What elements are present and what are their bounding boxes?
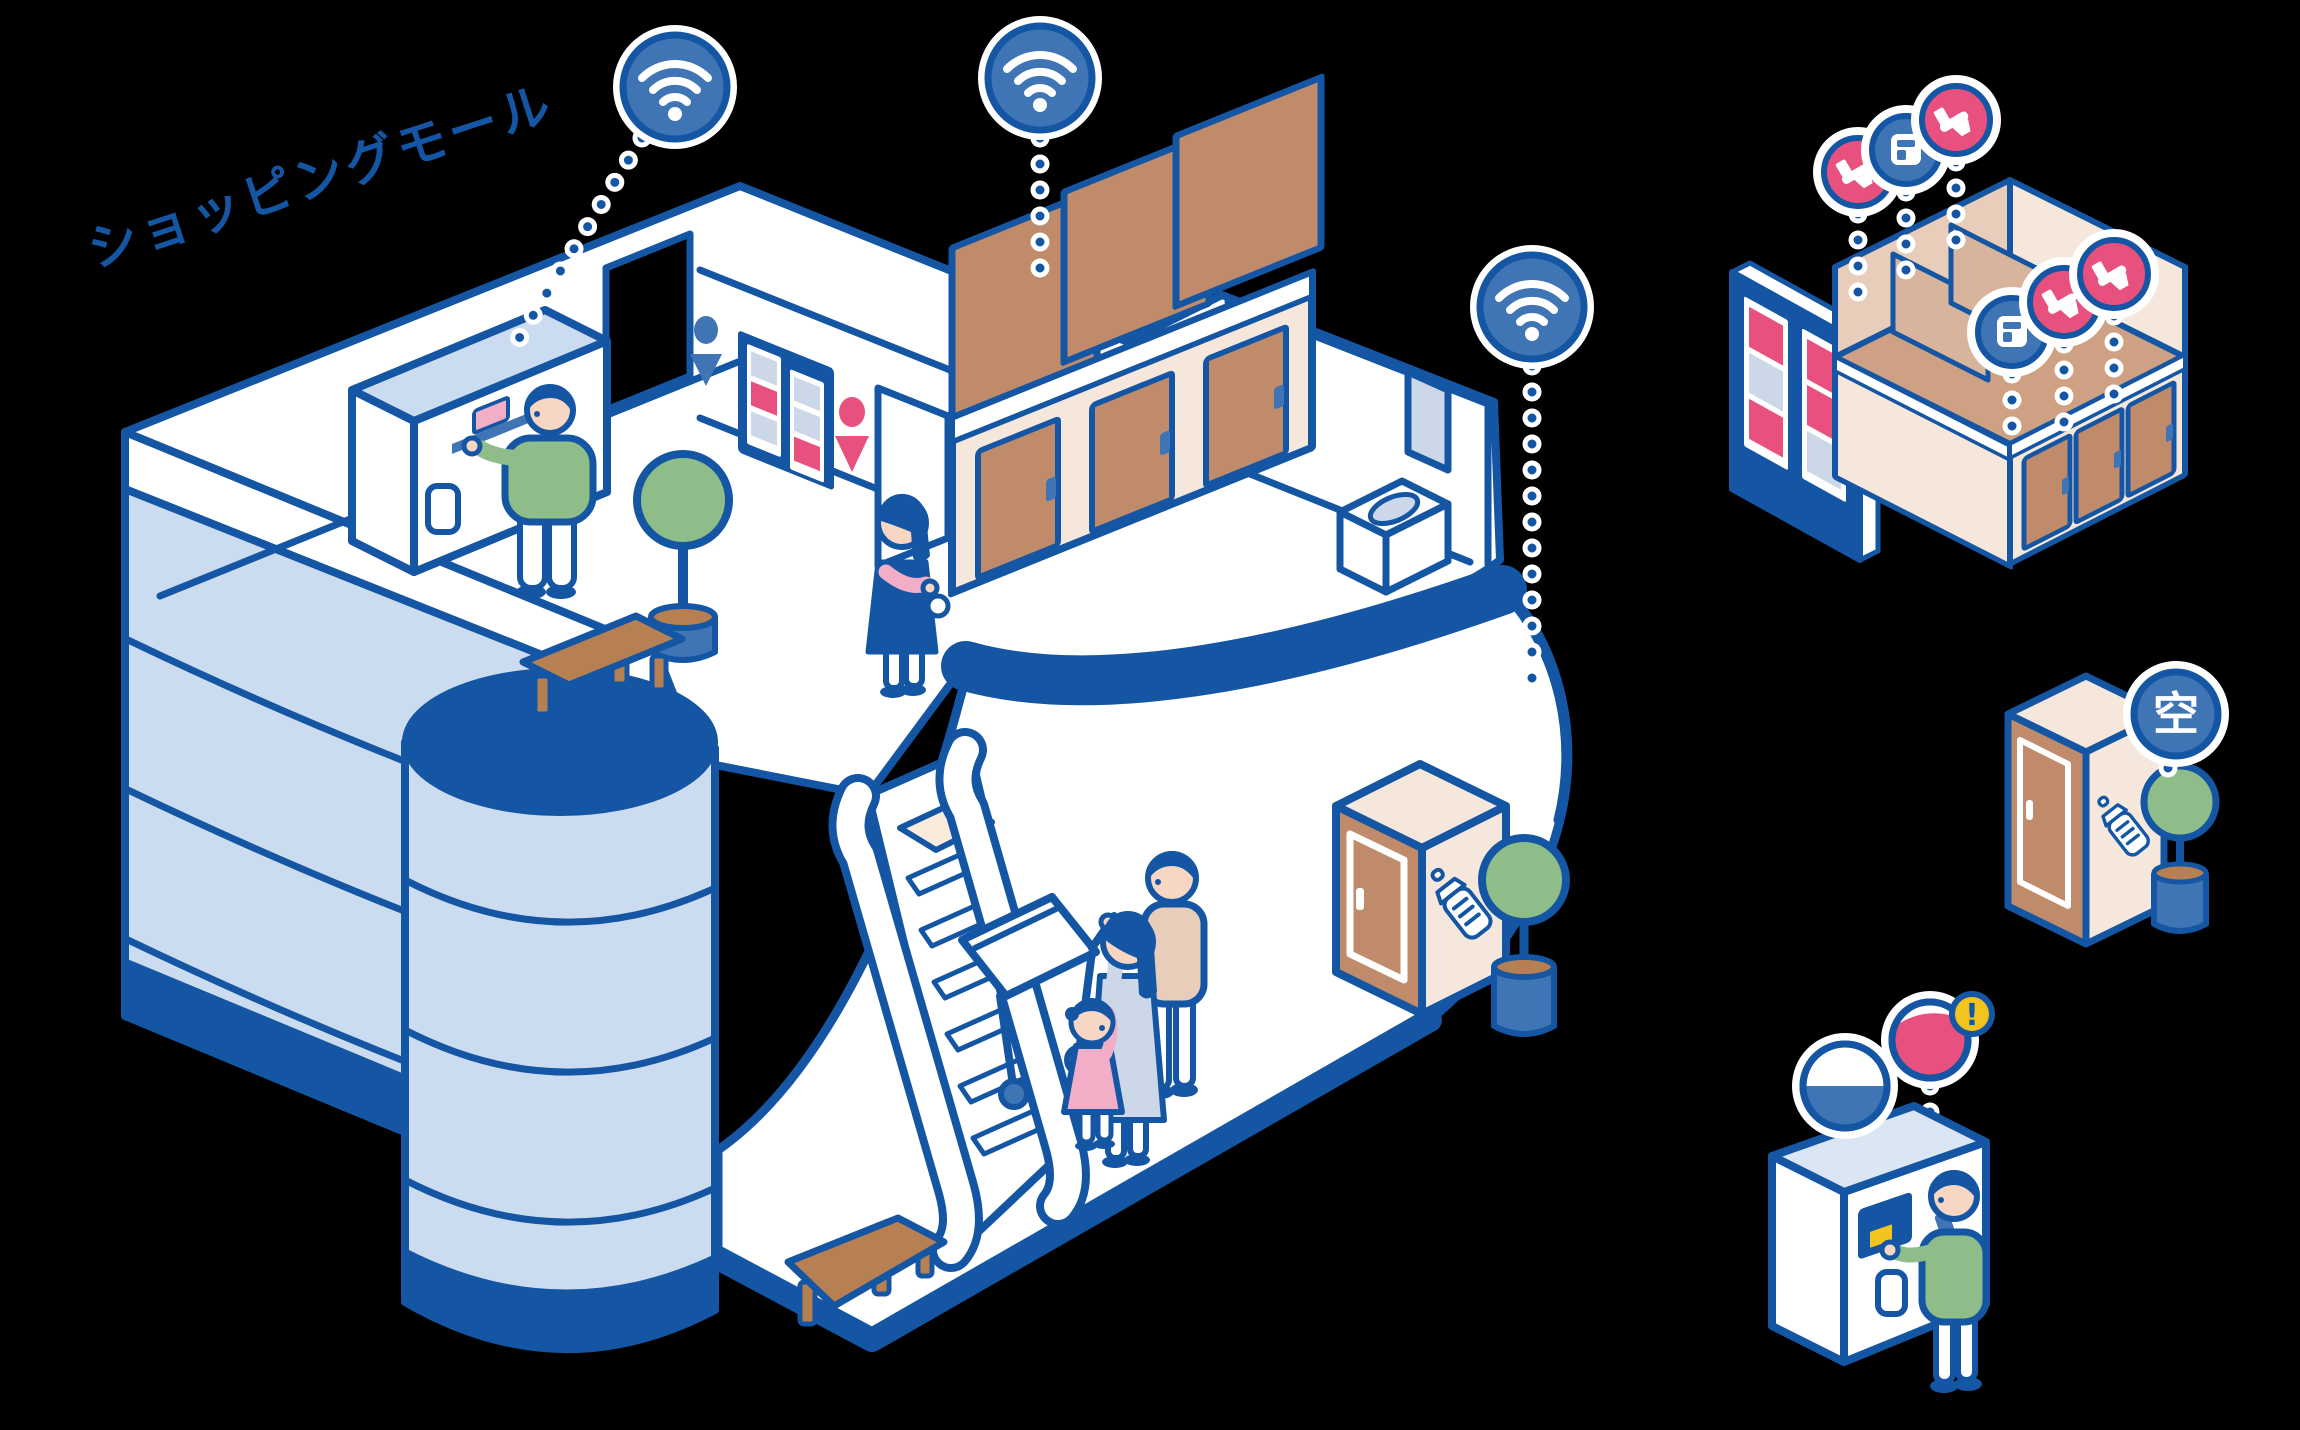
nursing-room-door xyxy=(1346,830,1408,984)
stall-door xyxy=(1089,370,1175,534)
sink xyxy=(1336,477,1452,596)
baby-bottle-icon xyxy=(1430,867,1493,940)
water-level-indicator xyxy=(1792,1033,1898,1139)
water-server-panel: ! xyxy=(1768,991,1995,1393)
vacancy-label: 空 xyxy=(2153,687,2199,741)
floor-ledge xyxy=(941,565,1527,706)
cup-dispenser xyxy=(425,483,461,535)
child-figure xyxy=(1061,997,1125,1151)
potted-tree xyxy=(633,450,733,663)
wifi-icon xyxy=(613,25,737,149)
nursing-room-panel: 空 xyxy=(2004,661,2229,948)
alert-icon: ! xyxy=(1949,991,1995,1037)
toilet-stalls xyxy=(948,73,1325,598)
nursing-room-model xyxy=(2004,672,2168,948)
corner-tower xyxy=(401,668,719,1354)
potted-tree-mini xyxy=(2140,762,2220,934)
restroom-map-panel xyxy=(1729,75,2188,570)
woman-walking xyxy=(865,493,951,698)
mall-title: ショッピングモール xyxy=(81,74,561,279)
staff-at-counter xyxy=(461,384,597,599)
cup-dispenser xyxy=(1875,1269,1908,1317)
information-board xyxy=(738,331,834,490)
vacancy-badge: 空 xyxy=(2123,661,2229,800)
sensor-links xyxy=(505,128,1542,706)
mall-scene: ショッピングモール xyxy=(81,16,1594,1354)
mirror xyxy=(1404,368,1452,474)
wifi-icon xyxy=(1470,245,1594,369)
water-server-counter xyxy=(1768,1102,1990,1366)
stall-front-wall xyxy=(948,268,1316,598)
stall-status-links xyxy=(1848,152,2124,460)
restroom-wall xyxy=(1224,298,1492,596)
toilet-status-bubble xyxy=(2069,229,2159,319)
supply-alert-indicator: ! xyxy=(1881,991,1995,1089)
handbag xyxy=(925,593,951,619)
bench-lower xyxy=(784,1214,948,1327)
female-restroom-icon xyxy=(835,397,869,472)
person-at-water-server xyxy=(1879,1170,1990,1393)
potted-tree-lower xyxy=(1478,834,1570,1037)
male-restroom-icon xyxy=(690,316,722,386)
door-opening xyxy=(602,230,694,414)
baby-bottle-icon xyxy=(2097,795,2150,857)
cup-on-counter xyxy=(472,396,510,435)
toilet-status-bubble xyxy=(1911,75,2001,165)
svg-text:!: ! xyxy=(1965,998,1979,1033)
bench xyxy=(519,612,686,717)
stall-door xyxy=(975,416,1061,580)
nursing-room xyxy=(1332,760,1510,1018)
stall-door xyxy=(1203,324,1289,488)
wifi-icon xyxy=(978,16,1102,140)
